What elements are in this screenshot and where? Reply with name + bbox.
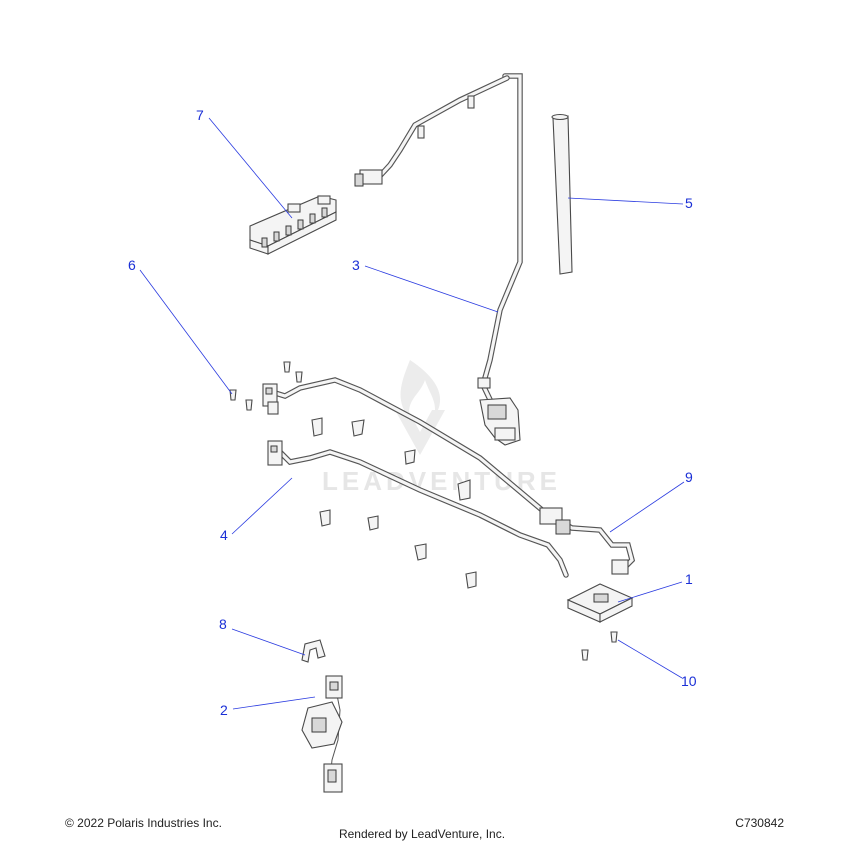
leader-line-8 [231, 628, 306, 656]
part-10-screws [581, 631, 618, 661]
leader-line-6 [139, 269, 233, 395]
leader-line-10 [617, 639, 683, 679]
watermark-v-icon [395, 410, 445, 455]
callout-3[interactable]: 3 [352, 257, 360, 273]
callout-7[interactable]: 7 [196, 107, 204, 123]
copyright-text: © 2022 Polaris Industries Inc. [65, 816, 222, 830]
part-9-main-harness [262, 377, 636, 575]
callout-9[interactable]: 9 [685, 469, 693, 485]
part-6-screws [229, 361, 303, 411]
watermark-flame-icon [400, 360, 441, 420]
diagram-id: C730842 [735, 816, 784, 830]
callout-10[interactable]: 10 [681, 673, 697, 689]
part-1-control-module [566, 583, 634, 623]
rendered-by-text: Rendered by LeadVenture, Inc. [338, 827, 506, 841]
leader-line-1 [617, 581, 683, 603]
callout-labels: 7 3 5 6 4 9 1 8 10 2 [128, 107, 697, 718]
callout-4[interactable]: 4 [220, 527, 228, 543]
harness-clips [311, 417, 477, 589]
leader-lines [139, 117, 685, 710]
callout-8[interactable]: 8 [219, 616, 227, 632]
part-8-bracket [301, 639, 326, 663]
callout-5[interactable]: 5 [685, 195, 693, 211]
leader-line-2 [232, 696, 316, 710]
part-3-tube-harness [354, 73, 523, 446]
part-7-fuse-block [249, 195, 337, 255]
leader-line-7 [208, 117, 293, 219]
leader-line-4 [231, 477, 293, 535]
leader-line-3 [364, 265, 499, 313]
part-2-connector-harness [301, 675, 343, 793]
leader-line-9 [609, 481, 685, 533]
watermark-text: LEADVENTURE [322, 466, 561, 496]
leader-line-5 [567, 197, 684, 205]
callout-2[interactable]: 2 [220, 702, 228, 718]
part-5-sleeve [551, 113, 573, 275]
callout-6[interactable]: 6 [128, 257, 136, 273]
callout-1[interactable]: 1 [685, 571, 693, 587]
part-4-sub-harness [267, 440, 569, 578]
